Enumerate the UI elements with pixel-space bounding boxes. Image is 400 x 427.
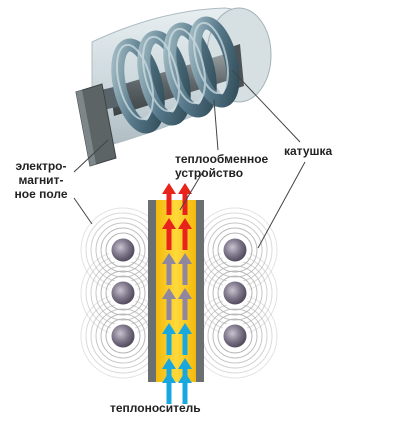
leader-coil-2	[257, 161, 306, 249]
field-ring	[105, 232, 141, 268]
leader-lines	[73, 69, 306, 249]
label-electromagnetic-field: электро- магнит- ное поле	[14, 159, 68, 201]
field-ring	[212, 227, 258, 273]
field-ring	[100, 313, 146, 359]
field-ring	[212, 270, 258, 316]
flow-arrow	[162, 288, 176, 320]
flow-arrow	[162, 183, 176, 215]
flow-arrow	[178, 288, 192, 320]
field-ring	[100, 270, 146, 316]
conductor	[108, 321, 138, 351]
exchanger-body	[156, 200, 196, 382]
conductor	[220, 278, 250, 308]
field-ring	[100, 227, 146, 273]
heat-exchanger	[148, 200, 204, 382]
conductor	[220, 235, 250, 265]
flow-arrow	[178, 183, 192, 215]
conductor	[220, 321, 250, 351]
coil-conductors	[108, 235, 250, 351]
label-coolant: теплоноситель	[110, 401, 201, 415]
field-ring	[105, 318, 141, 354]
field-ring	[207, 308, 263, 364]
field-ring	[207, 222, 263, 278]
leader-coil	[231, 69, 301, 143]
leader-field	[73, 139, 109, 173]
flow-arrow	[178, 372, 192, 404]
field-ring	[217, 275, 253, 311]
flow-arrow	[178, 323, 192, 355]
field-ring	[217, 318, 253, 354]
label-coil: катушка	[284, 144, 333, 158]
leader-field-2	[73, 197, 93, 225]
label-heat-exchanger: теплообменное устройство	[175, 152, 269, 180]
field-ring	[217, 232, 253, 268]
field-ring	[212, 313, 258, 359]
exchanger-edge-right	[196, 200, 204, 382]
conductor	[108, 278, 138, 308]
leader-exchanger-2	[179, 169, 205, 211]
leader-exchanger	[213, 99, 219, 151]
flow-arrow	[178, 218, 192, 250]
exchanger-edge-left	[148, 200, 156, 382]
flow-arrow	[162, 253, 176, 285]
flow-arrow	[162, 323, 176, 355]
flow-arrow	[162, 218, 176, 250]
field-ring	[207, 265, 263, 321]
coolant-flow-arrows	[162, 183, 192, 404]
conductor	[108, 235, 138, 265]
flow-arrow	[162, 372, 176, 404]
flow-arrow	[178, 253, 192, 285]
field-ring	[105, 275, 141, 311]
